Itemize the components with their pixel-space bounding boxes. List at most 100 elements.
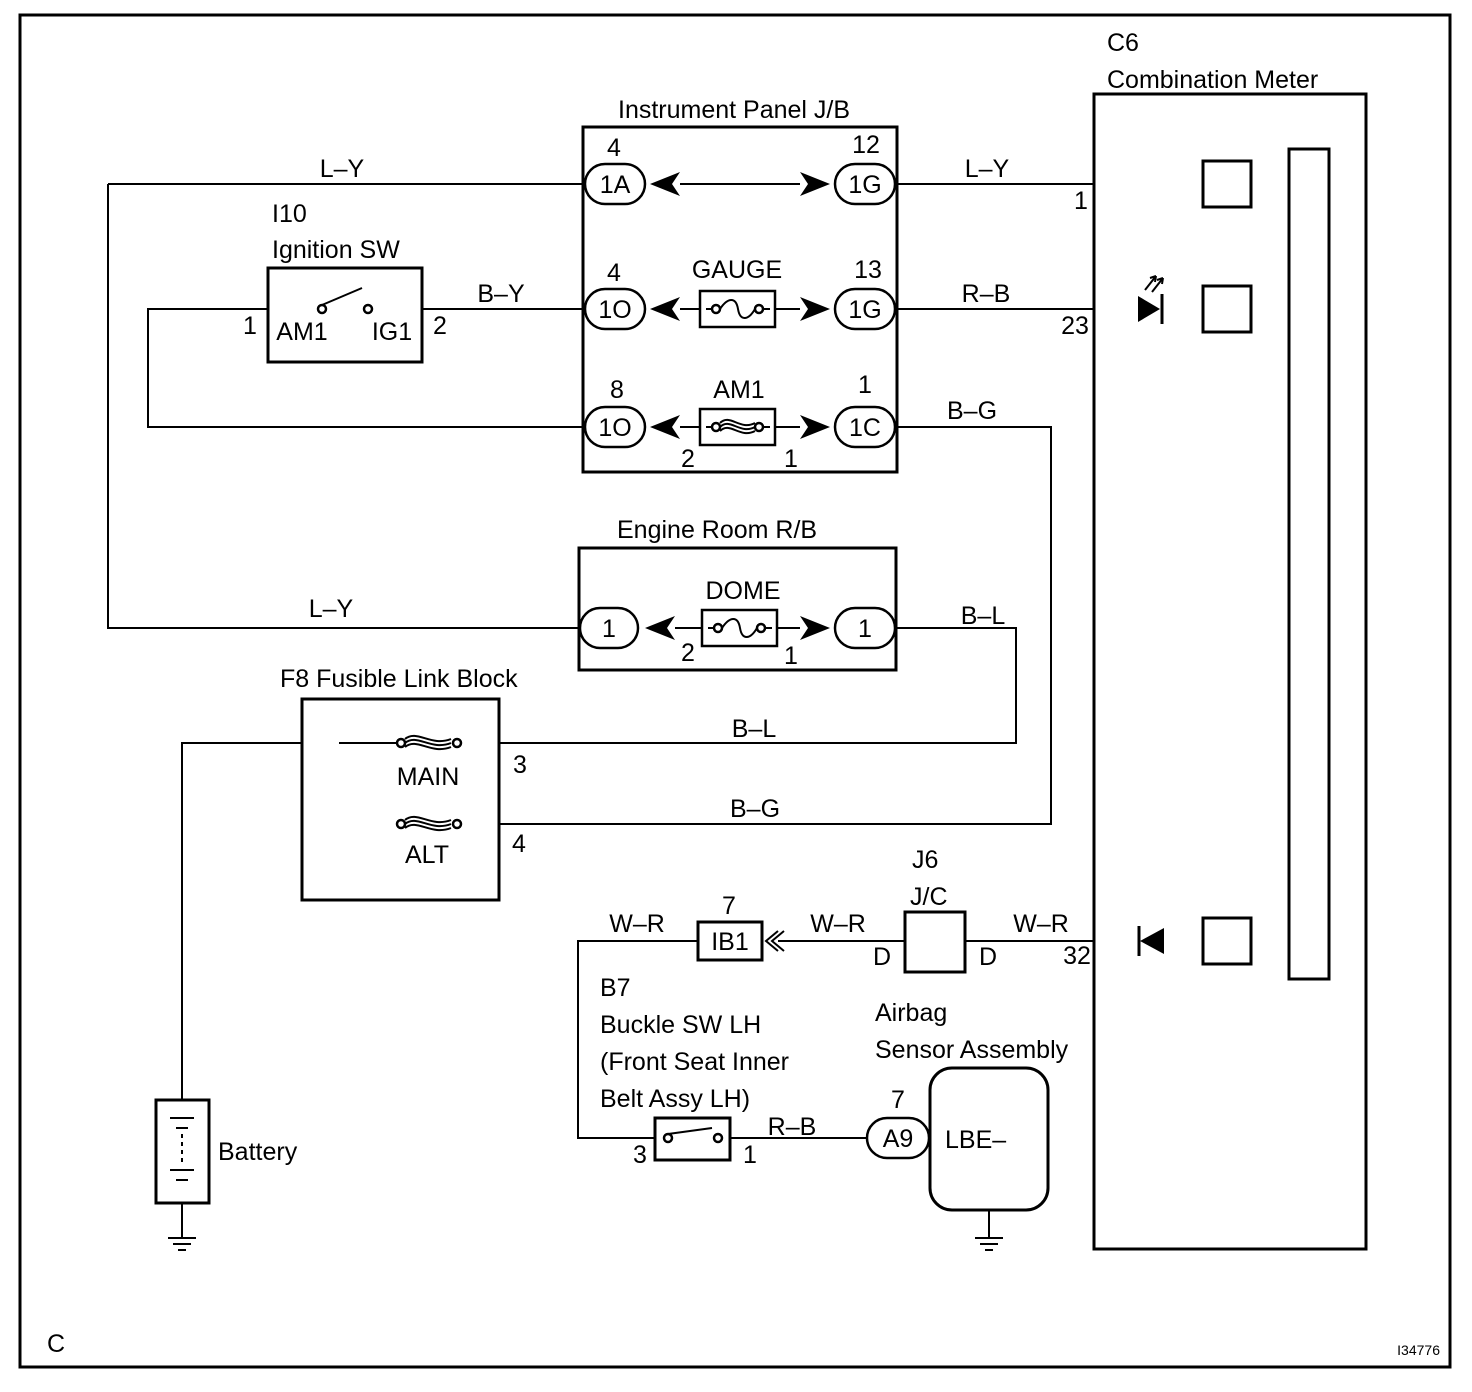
figure-id: I34776 xyxy=(1397,1342,1440,1358)
svg-text:B–L: B–L xyxy=(961,602,1006,630)
engine-room-rb: Engine Room R/B 1 1 DOME 2 1 xyxy=(577,516,898,672)
gauge-fuse-icon xyxy=(698,289,777,329)
fusible-link-block: F8 Fusible Link Block MAIN ALT 3 4 xyxy=(280,665,527,902)
am1-fuse-label: AM1 xyxy=(713,376,764,404)
buckle-sw-code: B7 xyxy=(600,974,631,1002)
connector-1g-top: 1G xyxy=(848,171,881,199)
svg-text:L–Y: L–Y xyxy=(320,155,365,183)
svg-text:B–G: B–G xyxy=(947,397,997,425)
svg-text:W–R: W–R xyxy=(609,910,665,938)
wire-bl xyxy=(461,627,1017,744)
svg-text:A9: A9 xyxy=(883,1125,914,1153)
jc-code: J6 xyxy=(912,846,938,874)
wire-labels: L–Y L–Y B–Y R–B B–G L–Y B–L B–L B–G W–R … xyxy=(309,155,1069,1141)
svg-text:2: 2 xyxy=(681,445,695,473)
svg-text:8: 8 xyxy=(610,376,624,404)
svg-text:12: 12 xyxy=(852,131,880,159)
connector-rb-left: 1 xyxy=(602,615,616,643)
svg-text:L–Y: L–Y xyxy=(309,595,354,623)
svg-text:W–R: W–R xyxy=(1013,910,1069,938)
switch-blade-icon xyxy=(321,287,363,306)
connector-arrow xyxy=(764,930,785,952)
instrument-panel-jb: Instrument Panel J/B 1A 1G 4 12 1O 1G GA… xyxy=(581,96,899,474)
svg-text:7: 7 xyxy=(722,892,736,920)
svg-text:D: D xyxy=(873,943,891,971)
gauge-fuse-label: GAUGE xyxy=(692,256,782,284)
led-icon xyxy=(1138,296,1160,322)
am1-fuse-icon xyxy=(698,407,777,447)
alt-fuse-label: ALT xyxy=(405,841,449,869)
svg-text:2: 2 xyxy=(681,639,695,667)
meter-terminal-32 xyxy=(1201,916,1253,966)
svg-text:32: 32 xyxy=(1063,942,1091,970)
svg-text:B–L: B–L xyxy=(732,715,777,743)
connector-arrow xyxy=(800,172,830,196)
airbag-label: Airbag xyxy=(875,999,947,1027)
svg-text:13: 13 xyxy=(854,256,882,284)
meter-bus-bar xyxy=(1287,147,1331,981)
wire-ly-rb xyxy=(107,184,580,629)
airbag-sensor-assembly: Airbag Sensor Assembly LBE– A9 7 xyxy=(865,999,1069,1251)
fusible-link-block-label: F8 Fusible Link Block xyxy=(280,665,518,693)
meter-terminal-23 xyxy=(1201,284,1253,334)
instrument-panel-jb-label: Instrument Panel J/B xyxy=(618,96,850,124)
svg-text:L–Y: L–Y xyxy=(965,155,1010,183)
svg-text:1: 1 xyxy=(243,312,257,340)
svg-text:1: 1 xyxy=(784,445,798,473)
combination-meter-code: C6 xyxy=(1107,29,1139,57)
svg-text:1: 1 xyxy=(1074,187,1088,215)
svg-text:23: 23 xyxy=(1061,312,1089,340)
battery-label: Battery xyxy=(218,1138,298,1166)
svg-text:B–Y: B–Y xyxy=(477,280,525,308)
connector-1g-mid: 1G xyxy=(848,296,881,324)
svg-text:(Front Seat Inner: (Front Seat Inner xyxy=(600,1048,789,1076)
svg-text:R–B: R–B xyxy=(768,1113,817,1141)
svg-text:IG1: IG1 xyxy=(372,318,412,346)
connector-a9 xyxy=(865,1116,931,1160)
svg-text:4: 4 xyxy=(607,134,621,162)
ignition-switch: I10 Ignition SW AM1 IG1 1 2 xyxy=(243,200,447,364)
buckle-sw-label: Buckle SW LH xyxy=(600,1011,761,1039)
svg-text:3: 3 xyxy=(633,1141,647,1169)
connector-1c: 1C xyxy=(849,414,881,442)
svg-text:7: 7 xyxy=(891,1086,905,1114)
svg-text:1: 1 xyxy=(858,371,872,399)
connector-1o-bot: 1O xyxy=(598,414,631,442)
svg-text:R–B: R–B xyxy=(962,280,1011,308)
svg-text:4: 4 xyxy=(512,830,526,858)
svg-text:D: D xyxy=(979,943,997,971)
connector-ib1 xyxy=(696,920,764,962)
svg-text:IB1: IB1 xyxy=(711,928,749,956)
corner-code: C xyxy=(47,1330,65,1358)
buckle-switch: B7 Buckle SW LH (Front Seat Inner Belt A… xyxy=(600,974,789,1169)
junction-connector: J6 J/C D D IB1 7 xyxy=(696,846,997,974)
dome-fuse-label: DOME xyxy=(706,577,781,605)
switch-blade-icon xyxy=(667,1127,713,1135)
main-fuse-label: MAIN xyxy=(397,763,460,791)
connector-1a: 1A xyxy=(600,171,631,199)
svg-text:1: 1 xyxy=(743,1141,757,1169)
ignition-sw-label: Ignition SW xyxy=(272,236,400,264)
wire-wr-left xyxy=(577,940,698,1139)
svg-text:4: 4 xyxy=(607,259,621,287)
combination-meter: C6 Combination Meter 1 23 32 xyxy=(1061,29,1368,1251)
battery: Battery xyxy=(154,1098,298,1251)
ignition-sw-code: I10 xyxy=(272,200,307,228)
connector-arrow xyxy=(650,172,680,196)
combination-meter-label: Combination Meter xyxy=(1107,66,1318,94)
connector-rb-right: 1 xyxy=(858,615,872,643)
svg-text:Belt Assy LH): Belt Assy LH) xyxy=(600,1085,750,1113)
svg-text:2: 2 xyxy=(433,312,447,340)
engine-room-rb-label: Engine Room R/B xyxy=(617,516,817,544)
svg-text:3: 3 xyxy=(513,751,527,779)
connector-1o-mid: 1O xyxy=(598,296,631,324)
svg-text:W–R: W–R xyxy=(810,910,866,938)
svg-text:1: 1 xyxy=(784,642,798,670)
svg-text:B–G: B–G xyxy=(730,795,780,823)
svg-text:Sensor Assembly: Sensor Assembly xyxy=(875,1036,1069,1064)
diode-icon xyxy=(1140,928,1164,954)
airbag-terminal-label: LBE– xyxy=(945,1126,1006,1154)
wire-am1-loop xyxy=(147,308,585,428)
meter-terminal-1 xyxy=(1201,159,1253,209)
